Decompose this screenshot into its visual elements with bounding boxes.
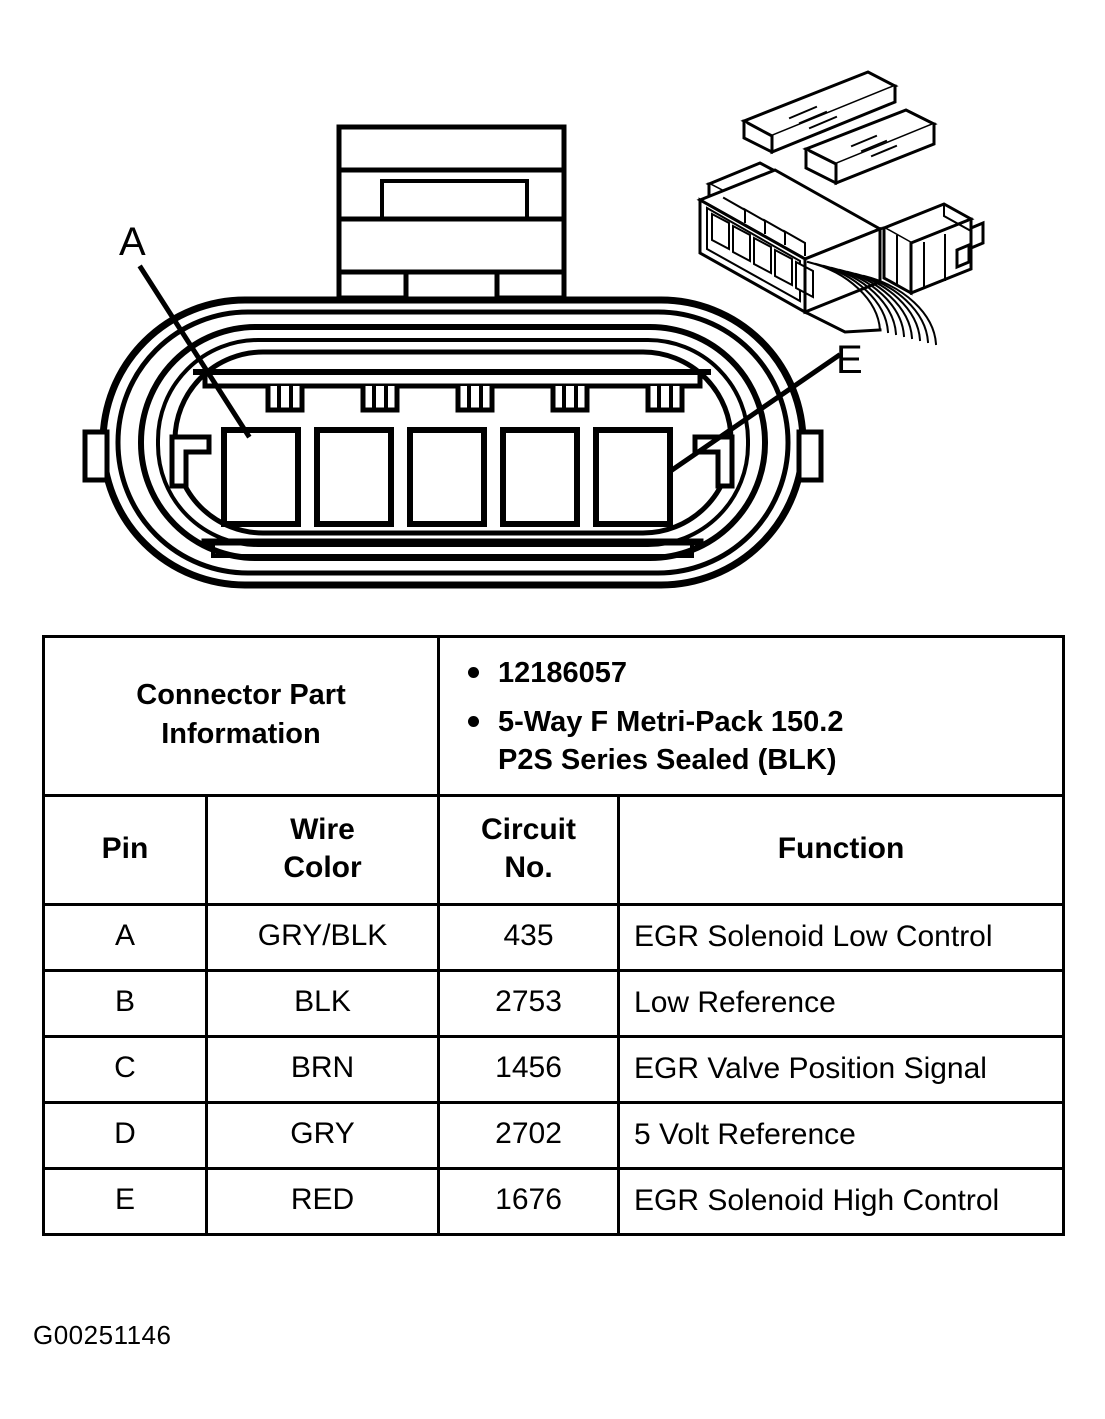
pin-cavities [221,427,673,527]
callout-label-a: A [119,220,146,264]
cell-wire-color: GRY/BLK [204,902,441,972]
connector-part-information-label: Connector Part Information [41,635,441,797]
cell-wire-color: RED [204,1166,441,1236]
cell-pin: B [42,968,208,1038]
connector-face-view [82,296,824,589]
cell-pin: D [42,1100,208,1170]
cell-circuit-no: 435 [437,902,621,972]
part-number: 12186057 [498,657,628,689]
cell-pin: C [42,1034,208,1104]
circuit-no-line1: Circuit [481,812,577,846]
part-info-bullet-2: 5-Way F Metri-Pack 150.2 P2S Series Seal… [456,703,1052,780]
cpi-label-line1: Connector Part [136,679,346,712]
bullet-icon [468,715,480,727]
circuit-no-line2: No. [504,850,553,884]
column-header-pin: Pin [42,793,208,906]
connector-latch-block [336,124,567,313]
cell-function: EGR Valve Position Signal [617,1034,1066,1104]
part-description-line1: 5-Way F Metri-Pack 150.2 [498,705,844,738]
cell-wire-color: BLK [204,968,441,1038]
connector-part-information-row: Connector Part Information 12186057 5-Wa… [41,635,1066,797]
cell-wire-color: GRY [204,1100,441,1170]
column-header-circuit-no: Circuit No. [437,793,621,906]
part-info-bullet-1: 12186057 [456,654,1052,693]
part-info-bullet-list: 12186057 5-Way F Metri-Pack 150.2 P2S Se… [456,654,1052,780]
table-row: B BLK 2753 Low Reference [42,968,1066,1038]
connector-figure: A E [0,0,1105,620]
table-row: A GRY/BLK 435 EGR Solenoid Low Control [42,902,1066,972]
cell-circuit-no: 2753 [437,968,621,1038]
cell-function: EGR Solenoid High Control [617,1166,1066,1236]
table-row: C BRN 1456 EGR Valve Position Signal [42,1034,1066,1104]
figure-id-code: G00251146 [33,1320,172,1350]
connector-part-table: Connector Part Information 12186057 5-Wa… [41,635,1066,1236]
connector-iso-view [696,70,985,346]
part-description-line2: P2S Series Sealed (BLK) [498,744,837,777]
column-header-function: Function [617,793,1066,906]
table-row: D GRY 2702 5 Volt Reference [42,1100,1066,1170]
table-row: E RED 1676 EGR Solenoid High Control [42,1166,1066,1236]
cell-circuit-no: 2702 [437,1100,621,1170]
callout-label-e: E [836,338,863,382]
cpi-label-line2: Information [161,717,321,750]
cell-circuit-no: 1456 [437,1034,621,1104]
cell-wire-color: BRN [204,1034,441,1104]
cell-pin: A [42,902,208,972]
bullet-icon [468,667,480,678]
cell-function: Low Reference [617,968,1066,1038]
connector-part-information-values: 12186057 5-Way F Metri-Pack 150.2 P2S Se… [437,635,1066,797]
column-header-wire-color: Wire Color [204,793,441,906]
wire-color-line2: Color [283,850,362,884]
cell-circuit-no: 1676 [437,1166,621,1236]
cell-function: EGR Solenoid Low Control [617,902,1066,972]
cell-function: 5 Volt Reference [617,1100,1066,1170]
leader-line-a [137,264,252,439]
callout-leader-lines [137,264,842,474]
wire-color-line1: Wire [290,812,355,846]
leader-line-e [668,352,842,474]
table-header-row: Pin Wire Color Circuit No. Function [42,793,1066,906]
cell-pin: E [42,1166,208,1236]
